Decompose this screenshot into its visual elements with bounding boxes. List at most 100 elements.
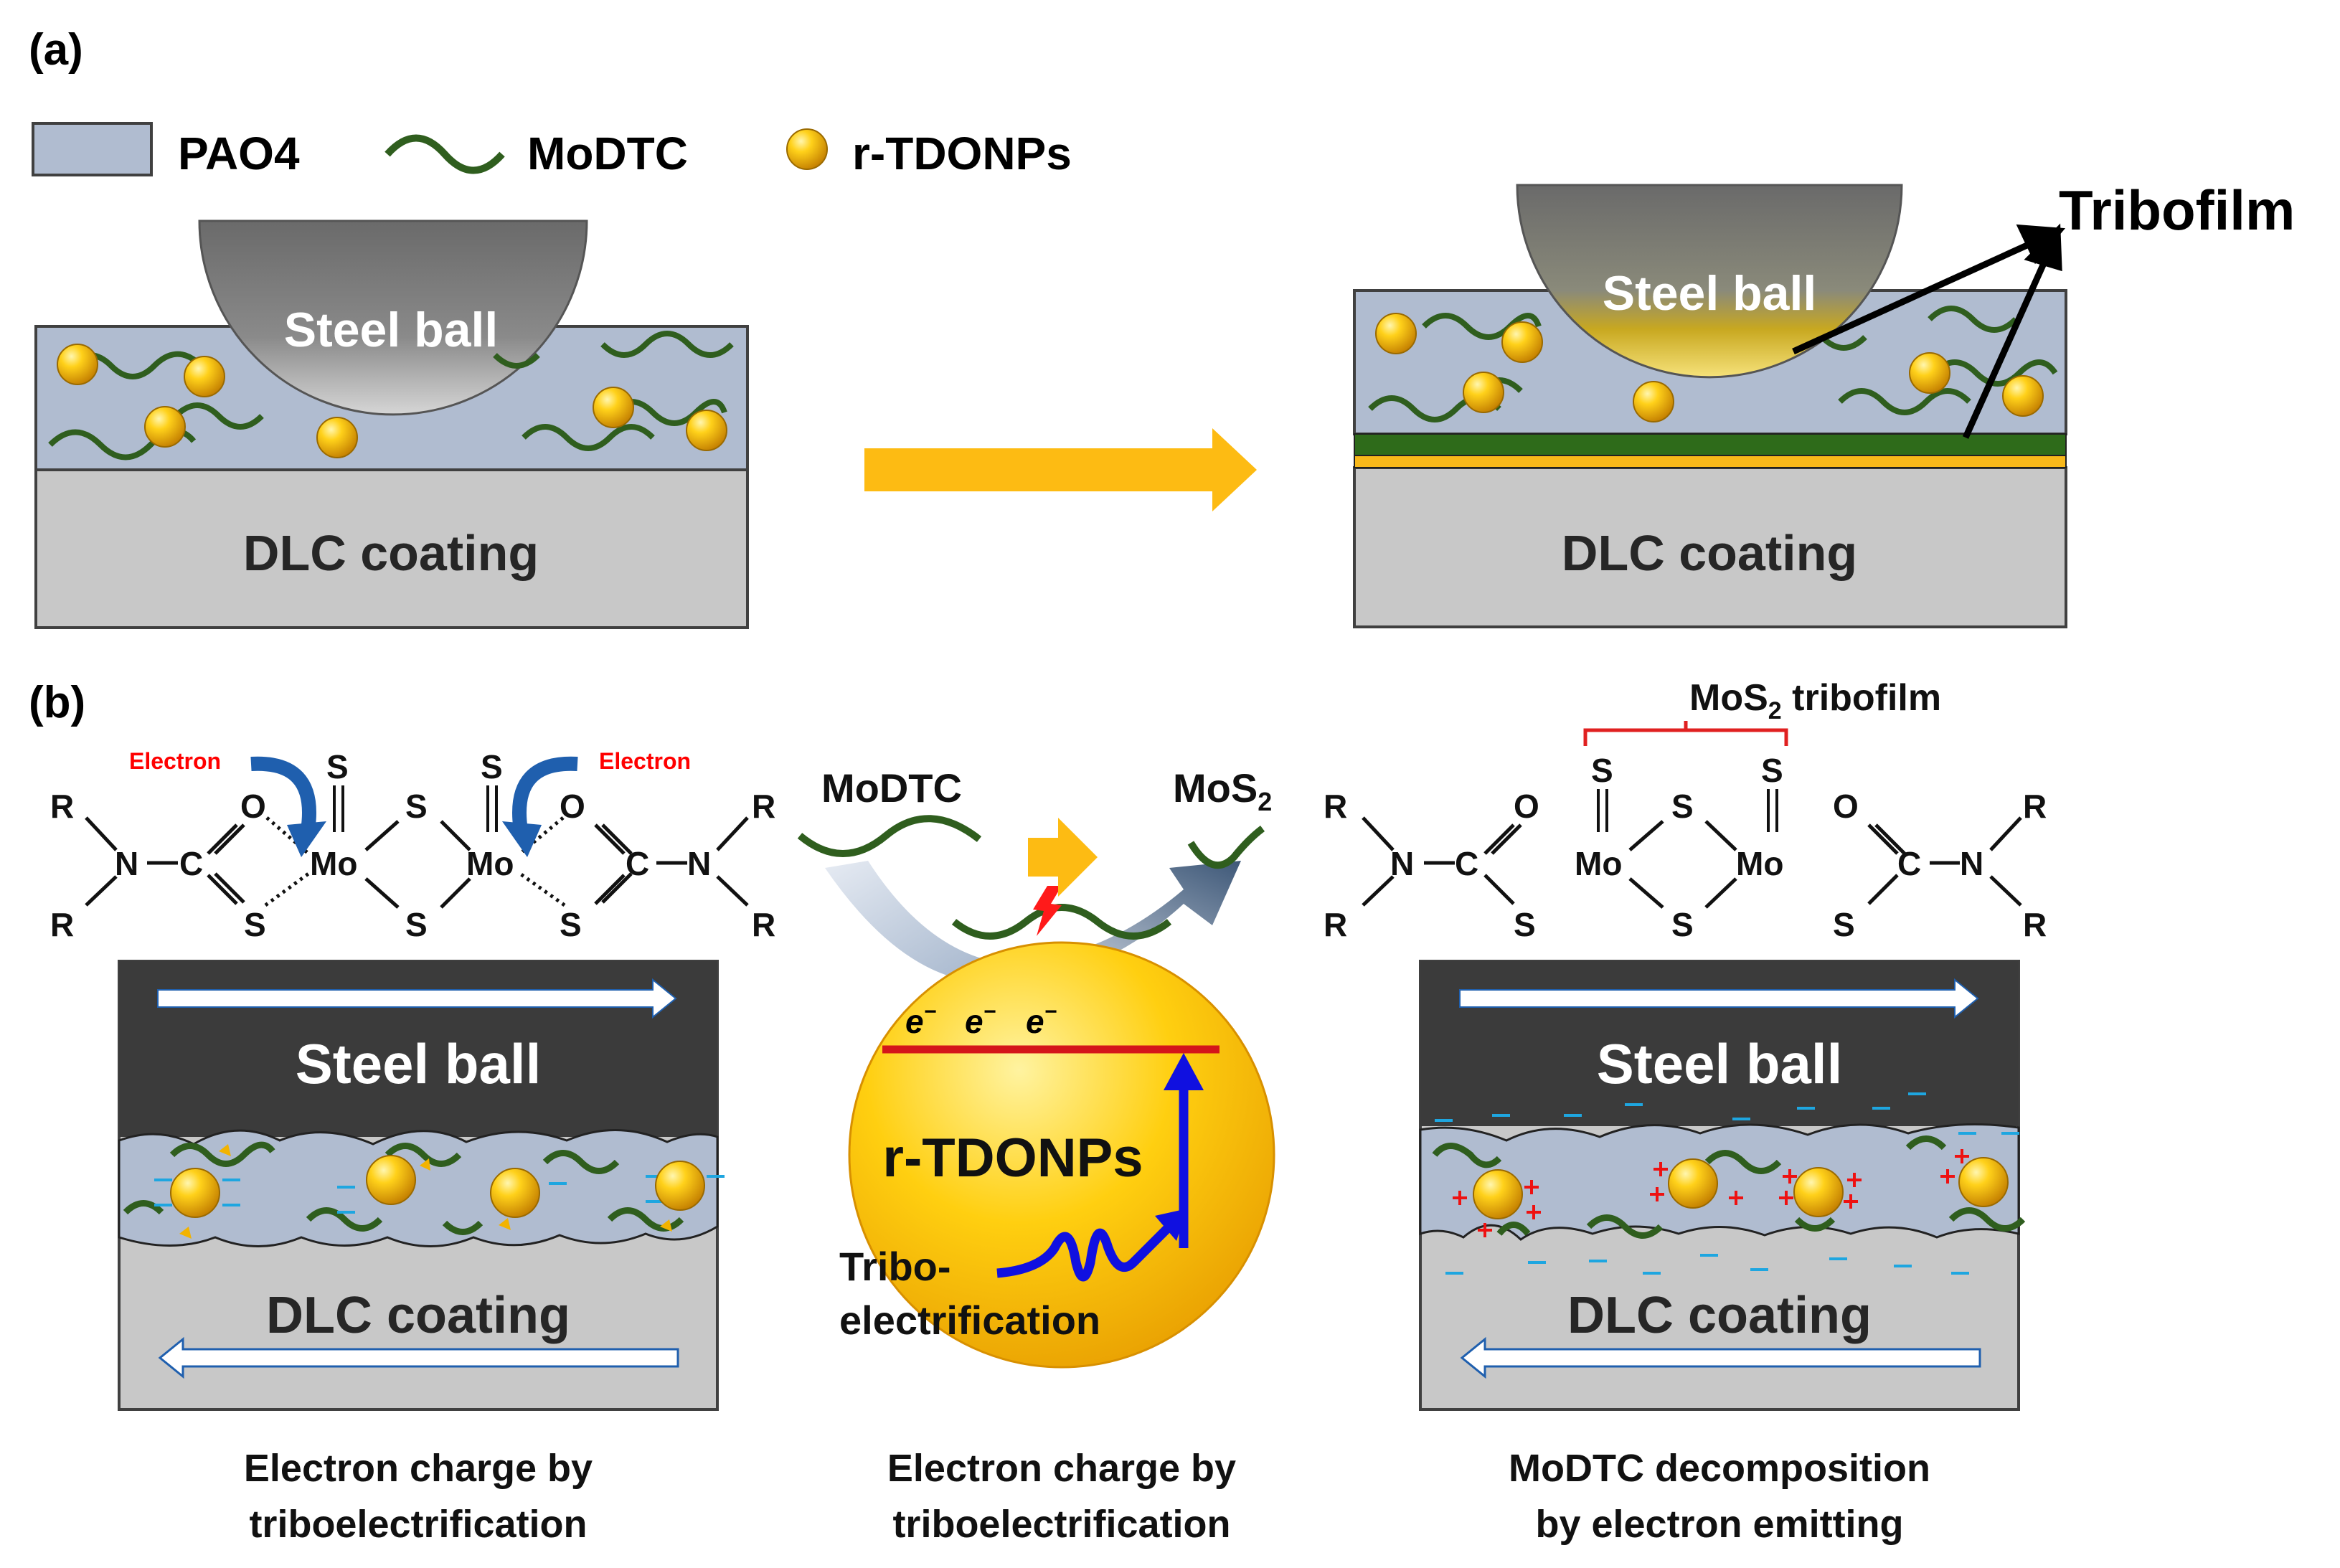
vertical-arrowhead-icon <box>1164 1053 1204 1090</box>
legend-modtc-label: MoDTC <box>527 128 688 179</box>
electron-curved-arrow-icon <box>250 756 316 826</box>
atom-S: S <box>1591 752 1613 789</box>
atom-R: R <box>50 788 74 825</box>
dlc-coating-label: DLC coating <box>1562 525 1857 581</box>
dlc-coating-block <box>1353 466 2067 628</box>
legend-pao4-label: PAO4 <box>178 128 300 179</box>
atom-C: C <box>1455 845 1478 882</box>
panel-b-left-contact: Steel ball DLC coating <box>118 960 725 1411</box>
atom-Mo: Mo <box>466 845 514 882</box>
pao4-layer <box>118 1129 719 1247</box>
atom-O: O <box>560 788 585 825</box>
tribofilm-green-layer <box>1354 433 2067 456</box>
dlc-coating-label: DLC coating <box>1567 1287 1872 1344</box>
small-gold-arrow-icon <box>1028 818 1098 897</box>
electrons: e− e− e− <box>905 1000 1057 1040</box>
atom-S: S <box>405 788 428 825</box>
tribo-label-line2: electrification <box>839 1298 1100 1343</box>
panel-a-label: (a) <box>29 25 83 75</box>
caption-left-line1: Electron charge by <box>244 1447 593 1490</box>
atom-Mo: Mo <box>310 845 357 882</box>
modtc-molecules <box>1368 306 2058 422</box>
nanoparticles <box>57 344 727 458</box>
panel-a-right-scene: Steel ball DLC coating Tribofilm <box>1353 179 2295 628</box>
pao4-swatch <box>32 122 153 176</box>
atom-Mo: Mo <box>1736 845 1783 882</box>
atom-S: S <box>560 906 582 943</box>
atom-S: S <box>1833 906 1855 943</box>
atom-N: N <box>687 845 711 882</box>
pao4-layer <box>1419 1123 2020 1241</box>
mos2-tribofilm-label: MoS2 tribofilm <box>1689 677 1941 724</box>
caption-right-line1: MoDTC decomposition <box>1509 1447 1930 1490</box>
excitation-wave-arrow <box>996 1223 1173 1282</box>
caption-left-line2: triboelectrification <box>249 1503 587 1546</box>
panel-b-right-contact: Steel ball DLC coating <box>1419 960 2026 1411</box>
atom-R: R <box>1324 906 1347 943</box>
steel-ball-block <box>1420 961 2019 1126</box>
middle-mos2-label: MoS2 <box>1173 765 1272 816</box>
modtc-wave-icon <box>797 815 982 857</box>
svg-text:e−: e− <box>905 1000 936 1040</box>
tribo-label-line1: Tribo- <box>839 1244 951 1289</box>
steel-ball-label: Steel ball <box>1597 1032 1842 1095</box>
caption-right-line2: by electron emitting <box>1535 1503 1903 1546</box>
electron-curved-arrow-icon <box>512 756 578 826</box>
decomposed-structure: MoS2 tribofilm R R N C <box>1324 677 2047 943</box>
nanoparticles <box>1375 313 2044 422</box>
modtc-structure: R R N C O S S Mo S S S Mo O S C N R R <box>50 748 775 943</box>
atom-N: N <box>1390 845 1414 882</box>
atom-S: S <box>326 748 349 785</box>
atom-O: O <box>1833 788 1859 825</box>
atom-N: N <box>1960 845 1983 882</box>
atom-S: S <box>244 906 266 943</box>
nanoparticle-label: r-TDONPs <box>882 1128 1143 1189</box>
electron-arrowhead-icon <box>287 821 326 857</box>
atom-C: C <box>626 845 649 882</box>
electron-label-left: Electron <box>129 748 221 774</box>
atom-S: S <box>481 748 503 785</box>
panel-a-left-scene: Steel ball DLC coating <box>34 219 749 629</box>
svg-text:e−: e− <box>965 1000 996 1040</box>
tribofilm-gold-layer <box>1354 455 2067 468</box>
spark-icon <box>1033 886 1062 936</box>
tribofilm-label: Tribofilm <box>2059 179 2295 242</box>
atom-C: C <box>1897 845 1921 882</box>
sliding-direction-arrow-bottom <box>1460 1336 1981 1379</box>
atom-S: S <box>1671 788 1694 825</box>
steel-ball-label: Steel ball <box>1603 266 1817 321</box>
dlc-coating-label: DLC coating <box>266 1287 570 1344</box>
panel-b-label: (b) <box>29 678 85 727</box>
transition-arc-left <box>825 861 1019 983</box>
middle-modtc-label: MoDTC <box>821 765 962 811</box>
atom-Mo: Mo <box>1575 845 1622 882</box>
mos2-wave-icon <box>1187 826 1265 869</box>
atom-R: R <box>2023 788 2047 825</box>
electron-arrowhead-icon <box>502 821 542 857</box>
steel-ball-label: Steel ball <box>296 1032 541 1095</box>
sliding-direction-arrow-top <box>1459 978 1979 1019</box>
atom-S: S <box>1671 906 1694 943</box>
legend-nanoparticle-label: r-TDONPs <box>852 128 1072 179</box>
atom-R: R <box>752 906 775 943</box>
caption-middle-line2: triboelectrification <box>892 1503 1230 1546</box>
atom-N: N <box>115 845 138 882</box>
panel-b-middle-mechanism: e− e− e− MoDTC MoS2 r-TDONPs Tribo- elec… <box>797 765 1275 1369</box>
atom-S: S <box>405 906 428 943</box>
atom-C: C <box>179 845 203 882</box>
steel-ball-label: Steel ball <box>284 303 499 357</box>
modtc-wave-icon <box>951 904 1172 940</box>
tribofilm-pointer-arrows <box>1792 223 2066 439</box>
atom-R: R <box>2023 906 2047 943</box>
atom-S: S <box>1514 906 1536 943</box>
atom-R: R <box>752 788 775 825</box>
dlc-coating-block <box>34 468 749 629</box>
sliding-direction-arrow-top <box>157 978 677 1019</box>
svg-text:e−: e− <box>1026 1000 1057 1040</box>
nanoparticle-sphere-icon <box>786 128 828 170</box>
atom-S: S <box>1761 752 1783 789</box>
atom-O: O <box>1514 788 1539 825</box>
steel-ball <box>198 219 588 416</box>
electron-label-right: Electron <box>599 748 691 774</box>
